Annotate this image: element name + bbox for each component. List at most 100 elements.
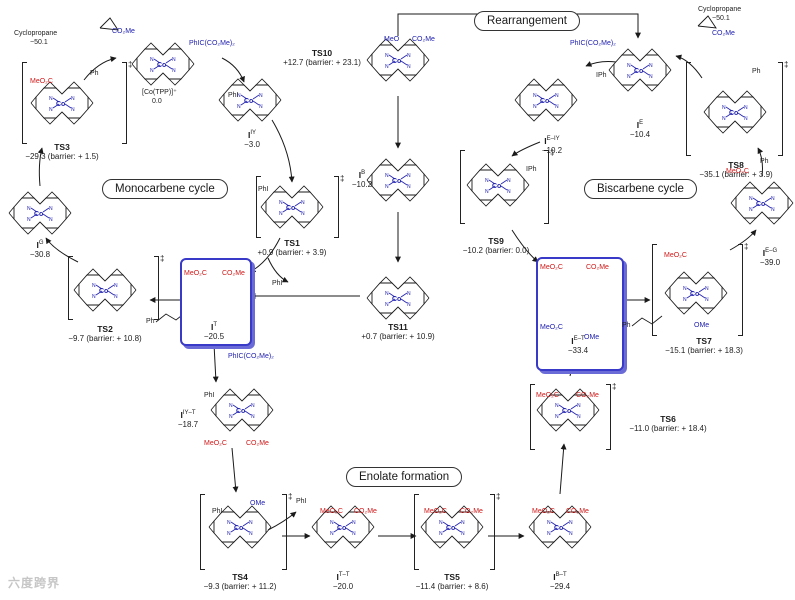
cobalt-center-ts7: Co — [690, 291, 699, 298]
arrow-catalyst-to-IIY — [221, 57, 245, 83]
node-energy-ig: −30.8 — [29, 250, 51, 260]
node-label-ts11: TS11+0.7 (barrier: + 10.9) — [348, 322, 448, 342]
ts3-ph: Ph — [90, 70, 99, 77]
node-label-itt: IT–T−20.0 — [293, 572, 393, 592]
node-name-ts4: TS4 — [190, 572, 290, 582]
cobalt-center-ie: Co — [634, 68, 643, 75]
ieg-ph: Ph — [760, 158, 769, 165]
arrow-TS4-release-phi — [267, 511, 297, 531]
dagger-ts4: ‡ — [288, 492, 293, 501]
released-phi-2: PhI — [296, 498, 307, 505]
node-label-ts5: TS5−11.4 (barrier: + 8.6) — [402, 572, 502, 592]
node-label-it: IT−20.5 — [164, 322, 264, 342]
node-name-text: I — [636, 120, 640, 130]
ts7-meo2c: MeO₂C — [664, 252, 687, 259]
dagger-ts8: ‡ — [784, 60, 789, 69]
arrow-TS8-to-IE — [675, 54, 703, 79]
node-energy-ib: −10.2 — [351, 180, 373, 190]
cobalt-center-ig: Co — [34, 211, 43, 218]
ts9-iph: IPh — [526, 166, 537, 173]
cobalt-center-ts3: Co — [56, 101, 65, 108]
ts6-co2me: CO₂Me — [576, 392, 599, 399]
node-label-ts9: TS9−10.2 (barrier: 0.0) — [446, 236, 546, 256]
node-name-superscript: T — [213, 322, 218, 329]
cyclopropane-right-label: Cyclopropane — [698, 6, 742, 13]
cyclopropane-right-energy: −50.1 — [712, 15, 730, 22]
cobalt-center-top: Co — [157, 62, 166, 69]
node-name-text: TS2 — [97, 324, 113, 334]
bracket-left-ts9 — [460, 150, 465, 224]
node-name-ib: IB — [312, 170, 412, 180]
node-name-text: I — [544, 136, 547, 146]
cobalt-center-iiyt: Co — [236, 408, 245, 415]
arrow-IG-to-TS3 — [37, 147, 44, 187]
node-name-text: I — [762, 248, 766, 258]
node-name-ig: IG — [0, 240, 90, 250]
catalyst-energy: 0.0 — [152, 98, 162, 105]
dagger-ts5: ‡ — [496, 492, 501, 501]
ts8-ph: Ph — [752, 68, 761, 75]
node-energy-ts3: −29.3 (barrier: + 1.5) — [25, 152, 99, 162]
node-energy-ts6: −11.0 (barrier: + 18.4) — [629, 424, 707, 434]
node-name-ieiy: IE–IY — [502, 136, 602, 146]
node-name-ts8: TS8 — [686, 160, 786, 170]
node-label-iet: IE–T−33.4 — [528, 336, 628, 356]
ts5-meo2c: MeO₂C — [424, 508, 447, 515]
node-label-iiy: IIY−3.0 — [202, 130, 302, 150]
styrene-left-label: Ph — [146, 318, 155, 325]
ts10-meo: MeO — [384, 36, 400, 43]
node-name-text: TS8 — [728, 160, 744, 170]
node-name-text: TS4 — [232, 572, 248, 582]
arrow-IE-to-IEIY — [585, 61, 617, 67]
node-name-superscript: G — [38, 240, 44, 247]
arrow-IIY-to-TS1 — [271, 119, 295, 183]
cobalt-center-iiy: Co — [244, 98, 253, 105]
node-name-iiyt: IIY–T — [138, 410, 238, 420]
node-name-text: TS9 — [488, 236, 504, 246]
node-name-ts11: TS11 — [348, 322, 448, 332]
node-label-ts2: TS2−9.7 (barrier: + 10.8) — [55, 324, 155, 344]
node-name-text: TS3 — [54, 142, 70, 152]
iet-lower-meo2c: MeO₂C — [540, 324, 563, 331]
node-name-text: I — [247, 130, 251, 140]
node-name-text: I — [553, 572, 556, 582]
node-name-superscript: B — [361, 170, 366, 177]
node-name-text: I — [336, 572, 339, 582]
bracket-left-ts6 — [530, 384, 535, 450]
node-label-ie: IE−10.4 — [590, 120, 690, 140]
node-name-text: I — [180, 410, 183, 420]
node-name-ts5: TS5 — [402, 572, 502, 582]
dagger-ts2: ‡ — [160, 254, 165, 263]
reagent-phi-malonate-right: PhIC(CO₂Me)₂ — [570, 40, 616, 47]
node-energy-ts10: +12.7 (barrier: + 23.1) — [283, 58, 361, 68]
node-label-ts1: TS1+0.9 (barrier: + 3.9) — [242, 238, 342, 258]
node-name-itt: IT–T — [293, 572, 393, 582]
node-name-text: TS1 — [284, 238, 300, 248]
iiy-phi: PhI — [228, 92, 239, 99]
highlight-box-IT — [180, 258, 252, 346]
cobalt-center-ib: Co — [392, 178, 401, 185]
watermark-logo: 六度跨界 — [8, 576, 61, 590]
node-label-ieg: IE–G−39.0 — [720, 248, 795, 268]
node-name-ieg: IE–G — [720, 248, 795, 258]
bracket-right-ts3 — [122, 62, 127, 144]
node-label-ts10: TS10+12.7 (barrier: + 23.1) — [272, 48, 372, 68]
node-energy-ts7: −15.1 (barrier: + 18.3) — [665, 346, 743, 356]
bracket-right-ts7 — [738, 244, 743, 336]
released-phi-1: PhI — [272, 280, 283, 287]
node-energy-iiy: −3.0 — [244, 140, 260, 150]
cobalt-center-ts6: Co — [562, 408, 571, 415]
node-energy-ts5: −11.4 (barrier: + 8.6) — [415, 582, 489, 592]
cyclopropane-left-co2me: CO₂Me — [112, 28, 135, 35]
bracket-left-ts3 — [22, 62, 27, 144]
node-energy-ibt: −29.4 — [549, 582, 571, 592]
ts4-ome: OMe — [250, 500, 266, 507]
node-energy-ts4: −9.3 (barrier: + 11.2) — [203, 582, 277, 592]
node-label-ib: IB−10.2 — [312, 170, 412, 190]
iet-co2me: CO₂Me — [586, 264, 609, 271]
cobalt-center-ts8: Co — [729, 110, 738, 117]
rearrangement-title: Rearrangement — [474, 11, 580, 31]
bracket-right-ts2 — [154, 256, 159, 320]
node-energy-ie: −10.4 — [629, 130, 651, 140]
